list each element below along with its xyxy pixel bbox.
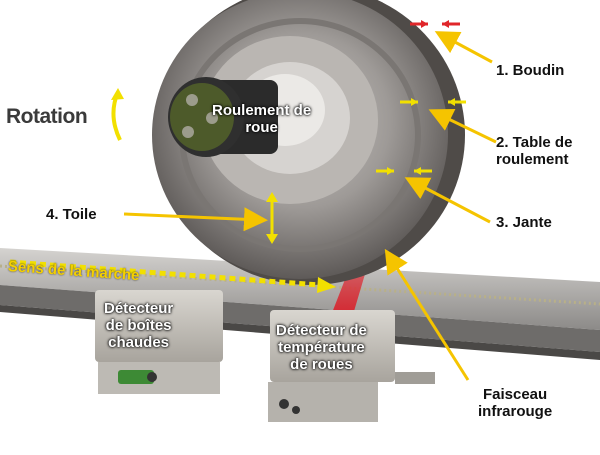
wheel-bearing: [168, 77, 278, 157]
hot-box-label: Détecteur de boîtes chaudes: [104, 300, 173, 351]
callout-lines: [123, 31, 497, 381]
table-roulement-label: 2. Table de roulement: [496, 134, 572, 168]
hot-box-line2: de boîtes: [105, 317, 172, 334]
wheel-temp-line2: température: [278, 339, 365, 356]
roulement-line1: Roulement de: [212, 102, 312, 119]
wheel-temp-line1: Détecteur de: [276, 322, 367, 339]
roulement-label: Roulement de roue: [212, 102, 311, 136]
wheel-temperature-detector: [268, 310, 435, 422]
infrared-line2: infrarouge: [478, 403, 553, 420]
table-roulement-line1: 2. Table de: [496, 134, 573, 151]
measure-arrows: [266, 20, 466, 244]
wheel-temp-label: Détecteur de température de roues: [276, 322, 367, 373]
boudin-label: 1. Boudin: [496, 62, 565, 79]
hot-box-line3: chaudes: [108, 334, 170, 351]
wheel-temp-line3: de roues: [290, 356, 353, 373]
toile-label: 4. Toile: [46, 206, 97, 223]
jante-label: 3. Jante: [496, 214, 552, 231]
hot-box-detector: [95, 290, 223, 394]
table-roulement-line2: roulement: [496, 151, 569, 168]
infrared-line1: Faisceau: [482, 386, 548, 403]
direction-arrow: [9, 259, 336, 293]
hot-box-line1: Détecteur: [104, 300, 174, 317]
infrared-label: Faisceau infrarouge: [478, 386, 552, 420]
roulement-line2: roue: [245, 119, 278, 136]
rotation-label: Rotation: [6, 105, 88, 128]
rotation-arrow: [111, 88, 124, 141]
